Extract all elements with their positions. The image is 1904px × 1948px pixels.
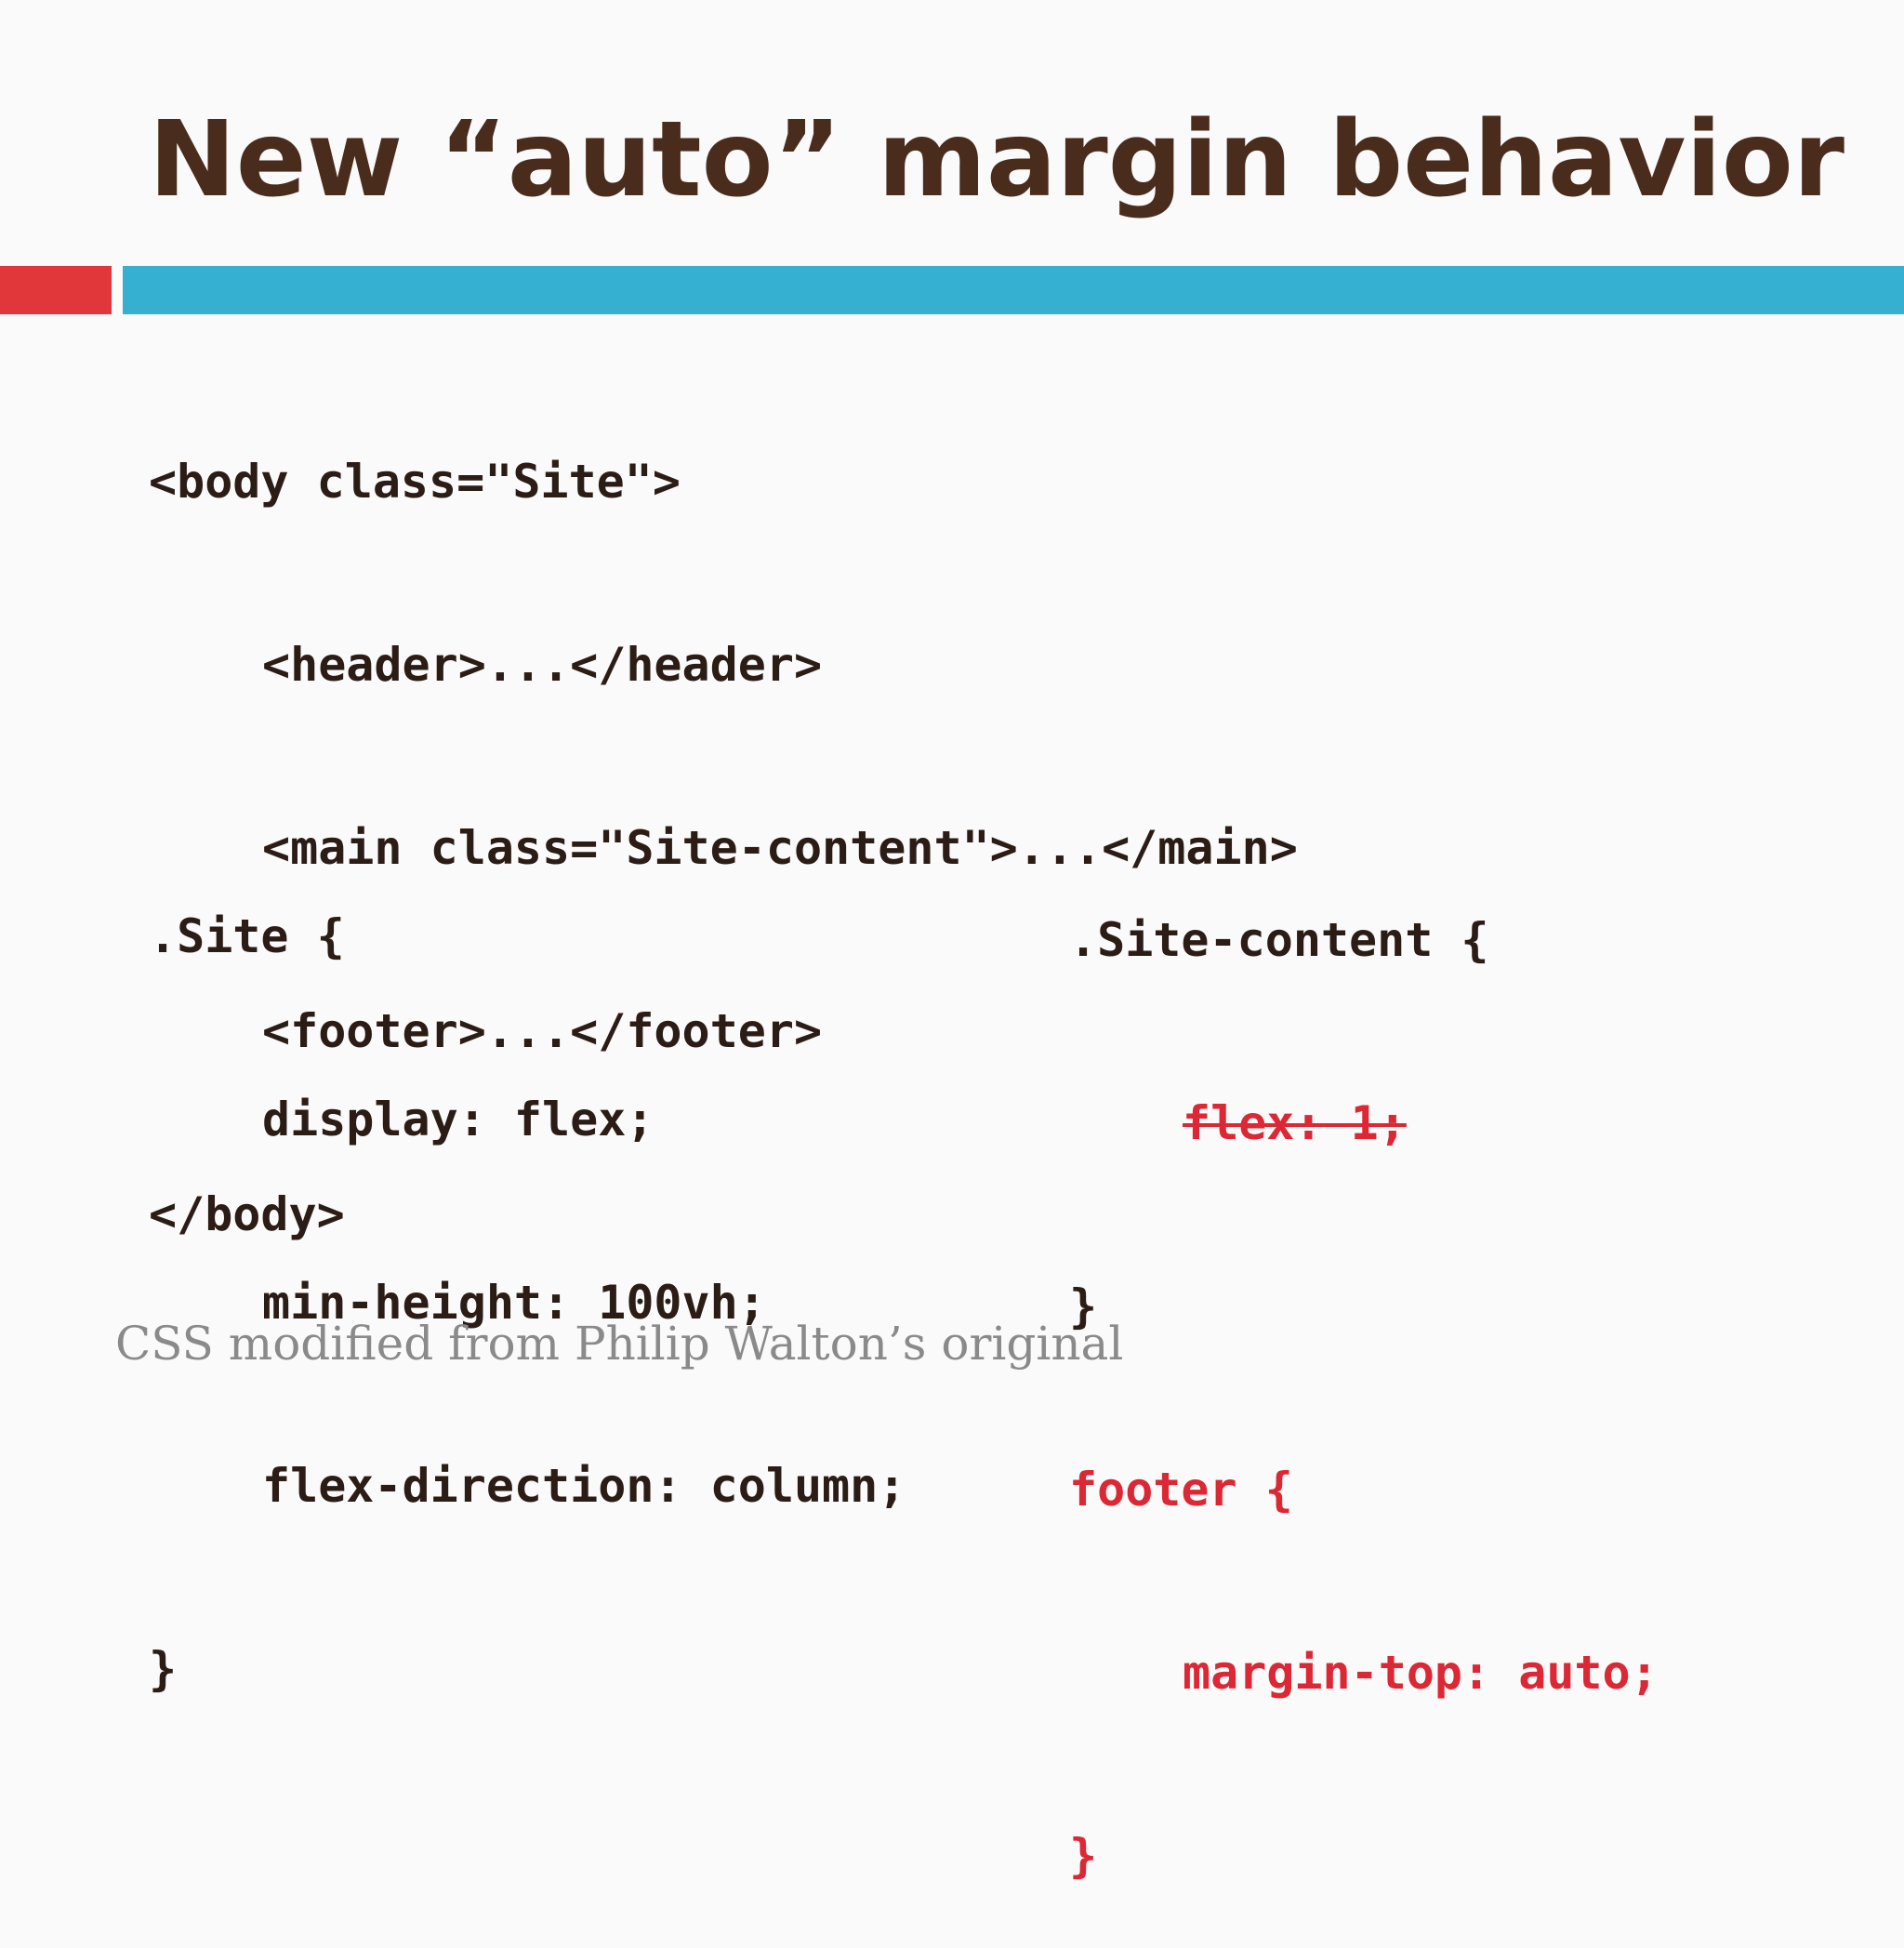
css-site-content-block: .Site-content { flex: 1; } footer { marg…	[1069, 795, 1659, 1948]
code-line-site-close: }	[149, 1642, 178, 1696]
credit-note: CSS modified from Philip Walton’s origin…	[115, 1317, 1124, 1371]
code-line-display: display: flex;	[262, 1093, 654, 1146]
code-line-footer: <footer>...</footer>	[262, 1004, 823, 1058]
slide-title: New “auto” margin behavior	[149, 99, 1844, 220]
accent-bar-red	[0, 266, 112, 314]
code-line-body-open: <body class="Site">	[149, 455, 681, 509]
code-line-margin-top: margin-top: auto;	[1183, 1646, 1659, 1700]
code-line-body-close: </body>	[149, 1187, 345, 1241]
struck-rule: flex: 1;	[1183, 1096, 1407, 1150]
code-line-site-content-selector: .Site-content {	[1069, 913, 1489, 967]
code-line-footer-close: }	[1069, 1829, 1098, 1883]
css-site-block: .Site { display: flex; min-height: 100vh…	[149, 791, 906, 1761]
code-line-min-height: min-height: 100vh;	[262, 1276, 766, 1330]
code-line-removed-flex: flex: 1;	[1069, 1086, 1659, 1161]
html-code-block: <body class="Site"> <header>...</header>…	[149, 337, 1298, 1306]
code-line-site-content-close: }	[1069, 1279, 1098, 1333]
accent-bar-blue	[123, 266, 1904, 314]
code-line-site-selector: .Site {	[149, 909, 345, 963]
code-line-footer-selector: footer {	[1069, 1463, 1293, 1517]
code-line-header: <header>...</header>	[262, 638, 823, 692]
code-line-flex-direction: flex-direction: column;	[262, 1459, 906, 1513]
code-line-main: <main class="Site-content">...</main>	[262, 821, 1298, 875]
